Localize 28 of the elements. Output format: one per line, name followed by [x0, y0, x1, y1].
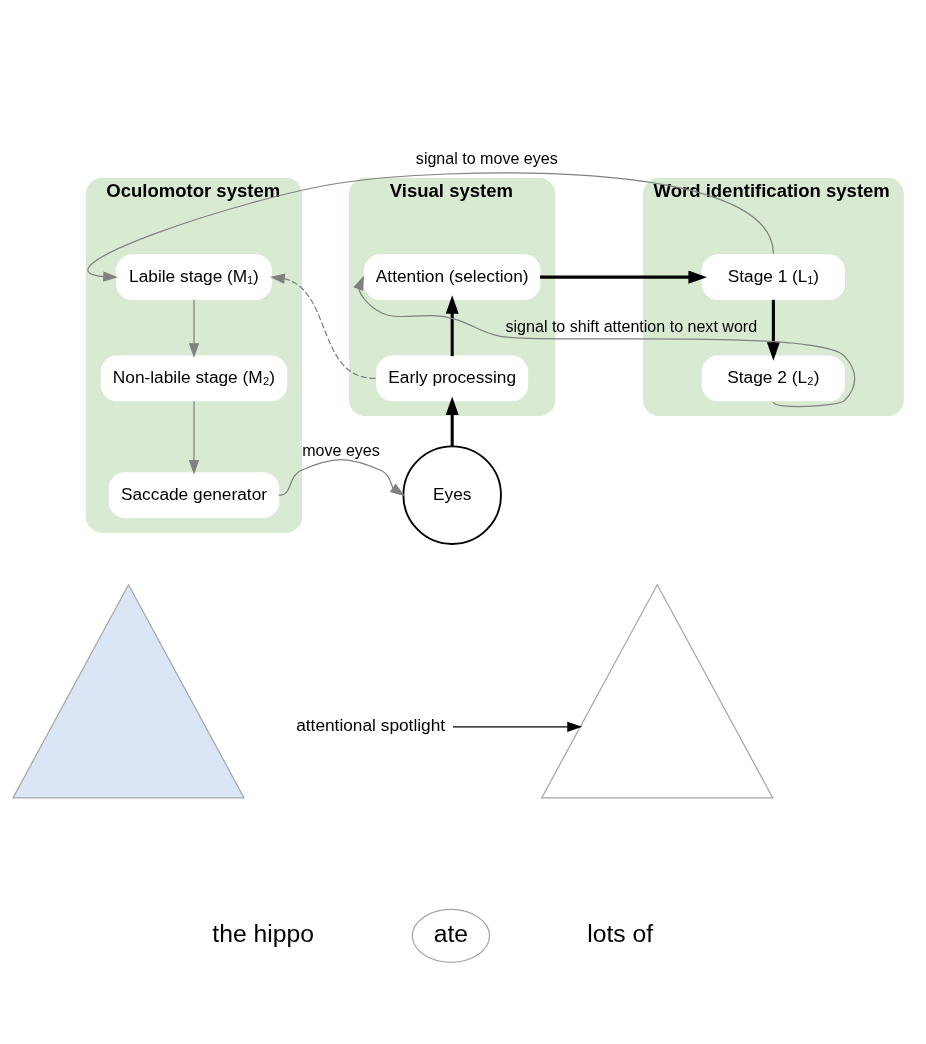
node-box: Stage 1 (L₁): [701, 254, 846, 300]
node-box: Early processing: [376, 355, 529, 402]
arrow: [87, 172, 774, 282]
node-box: Saccade generator: [108, 472, 280, 519]
arrow: [452, 721, 583, 732]
node-cone: [540, 583, 774, 799]
label: ate: [433, 920, 469, 948]
arrow: [269, 273, 377, 380]
node-circle: Eyes: [402, 445, 502, 545]
arrow: [445, 295, 459, 357]
edge-label: signal to shift attention to next word: [505, 316, 758, 335]
node-box: Stage 2 (L₂): [701, 355, 846, 402]
arrow: [766, 299, 780, 361]
node-box: Attention (selection): [363, 254, 541, 300]
label: lots of: [587, 920, 654, 948]
edge-label: signal to move eyes: [415, 148, 558, 167]
arrow: [540, 270, 707, 284]
node-text: attentional spotlight: [296, 715, 446, 736]
label: the hippo: [212, 920, 314, 948]
arrow: [278, 458, 405, 497]
arrow: [188, 400, 200, 475]
arrow: [353, 275, 856, 408]
node-cone: [11, 583, 246, 799]
node-box: Labile stage (M₁): [116, 254, 272, 300]
arrow: [445, 396, 459, 446]
arrow: [188, 299, 200, 358]
node-box: Non-labile stage (M₂): [100, 355, 288, 402]
edge-label: move eyes: [302, 441, 380, 460]
